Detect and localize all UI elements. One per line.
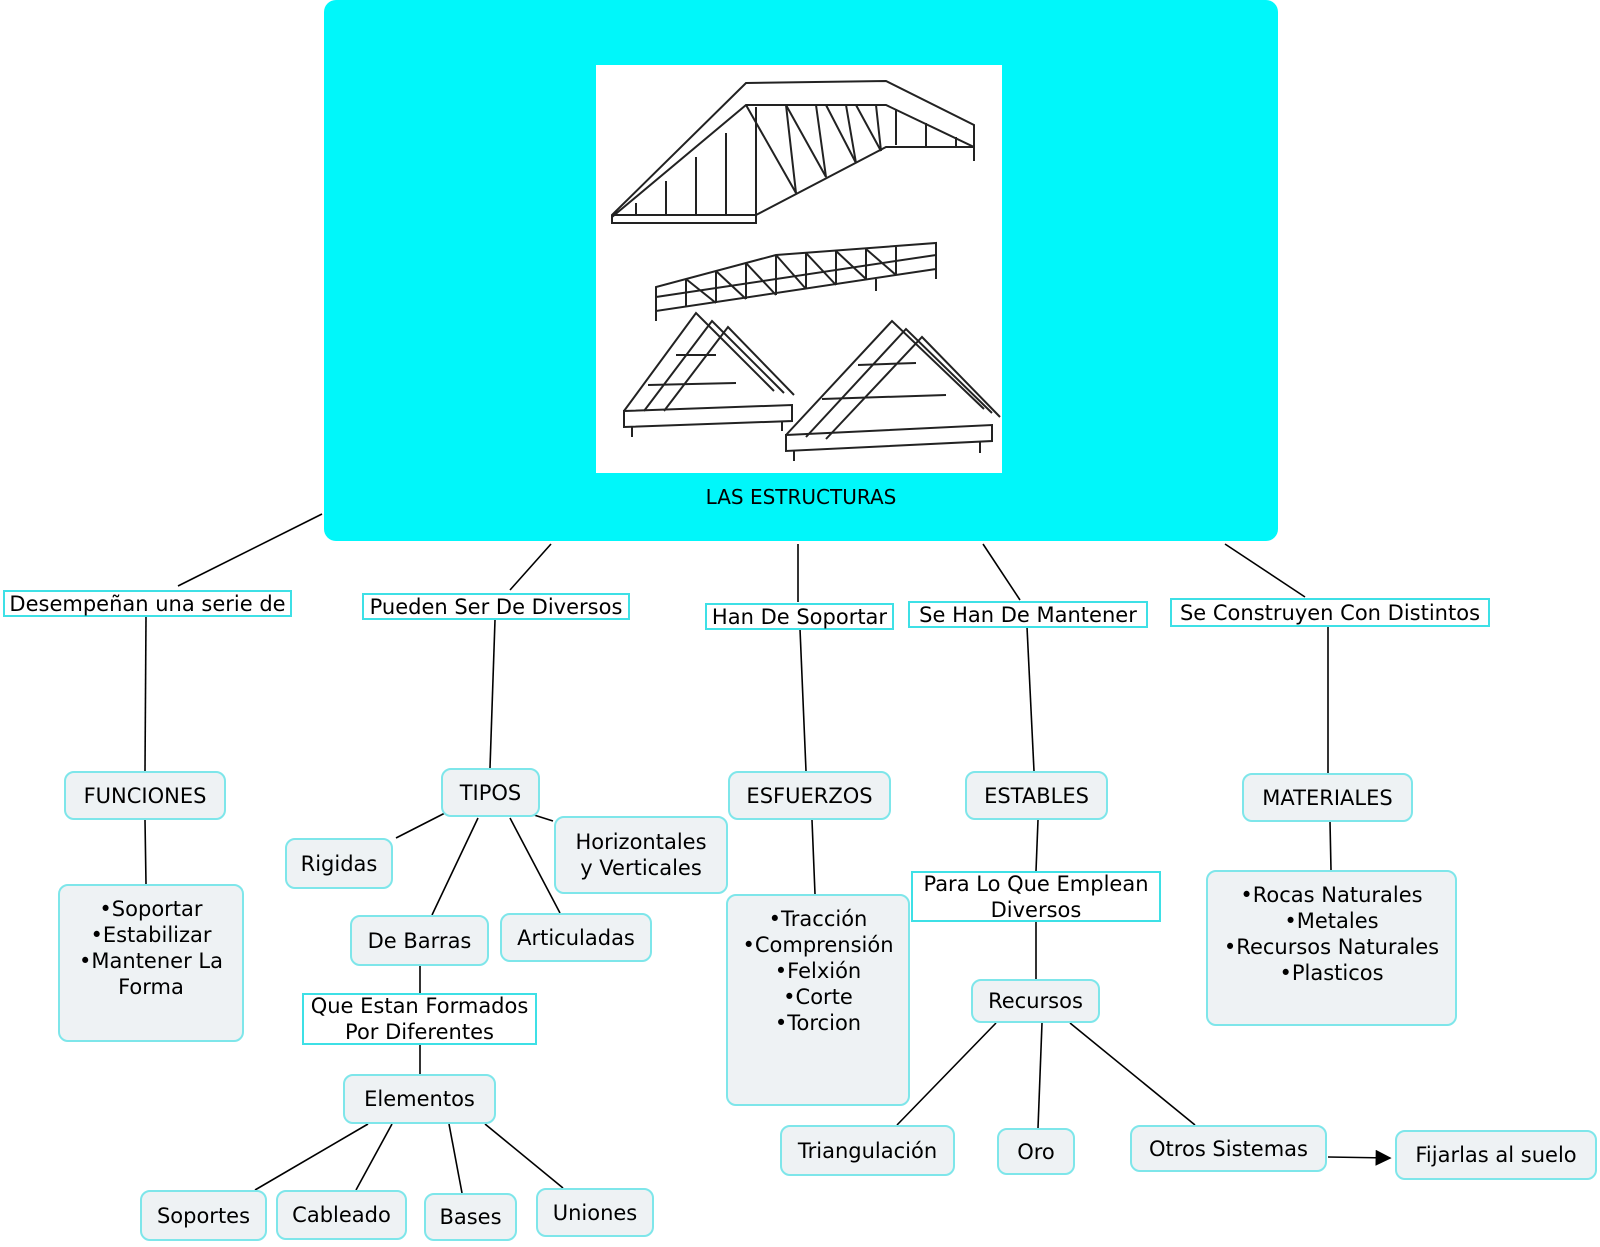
concept-elementos[interactable]: Elementos xyxy=(343,1074,496,1124)
roof-truss-drawing-icon xyxy=(611,79,1001,461)
link-pueden-ser[interactable]: Pueden Ser De Diversos xyxy=(362,593,630,620)
concept-cableado[interactable]: Cableado xyxy=(276,1190,407,1240)
link-se-construyen[interactable]: Se Construyen Con Distintos xyxy=(1170,598,1490,627)
roof-truss-image xyxy=(596,65,1002,473)
concept-materiales[interactable]: MATERIALES xyxy=(1242,773,1413,822)
concept-fijarlas-al-suelo[interactable]: Fijarlas al suelo xyxy=(1395,1130,1597,1180)
concept-funciones-list[interactable]: •Soportar •Estabilizar •Mantener La Form… xyxy=(58,884,244,1042)
concept-otros-sistemas[interactable]: Otros Sistemas xyxy=(1130,1125,1327,1172)
concept-funciones[interactable]: FUNCIONES xyxy=(64,771,226,820)
concept-bases[interactable]: Bases xyxy=(424,1193,517,1241)
link-que-estan-formados[interactable]: Que Estan Formados Por Diferentes xyxy=(302,993,537,1045)
concept-rigidas[interactable]: Rigidas xyxy=(285,838,393,889)
link-han-de-soportar[interactable]: Han De Soportar xyxy=(705,603,894,630)
concept-materiales-list[interactable]: •Rocas Naturales •Metales •Recursos Natu… xyxy=(1206,870,1457,1026)
link-se-han-de-mantener[interactable]: Se Han De Mantener xyxy=(908,601,1148,628)
link-para-lo-que-emplean[interactable]: Para Lo Que Emplean Diversos xyxy=(911,871,1161,922)
concept-soportes[interactable]: Soportes xyxy=(140,1190,267,1241)
concept-estables[interactable]: ESTABLES xyxy=(965,771,1108,820)
root-concept-las-estructuras[interactable]: LAS ESTRUCTURAS xyxy=(324,0,1278,541)
concept-esfuerzos[interactable]: ESFUERZOS xyxy=(728,771,891,820)
concept-articuladas[interactable]: Articuladas xyxy=(500,913,652,962)
concept-de-barras[interactable]: De Barras xyxy=(350,915,489,966)
concept-oro[interactable]: Oro xyxy=(997,1128,1075,1175)
concept-esfuerzos-list[interactable]: •Tracción •Comprensión •Felxión •Corte •… xyxy=(726,894,910,1106)
concept-tipos[interactable]: TIPOS xyxy=(441,768,540,817)
link-desempenan[interactable]: Desempeñan una serie de xyxy=(3,590,292,617)
concept-triangulacion[interactable]: Triangulación xyxy=(780,1125,955,1176)
concept-recursos[interactable]: Recursos xyxy=(971,979,1100,1023)
concept-uniones[interactable]: Uniones xyxy=(536,1188,654,1237)
concept-horizontales-verticales[interactable]: Horizontales y Verticales xyxy=(554,816,728,894)
root-title: LAS ESTRUCTURAS xyxy=(705,485,897,509)
